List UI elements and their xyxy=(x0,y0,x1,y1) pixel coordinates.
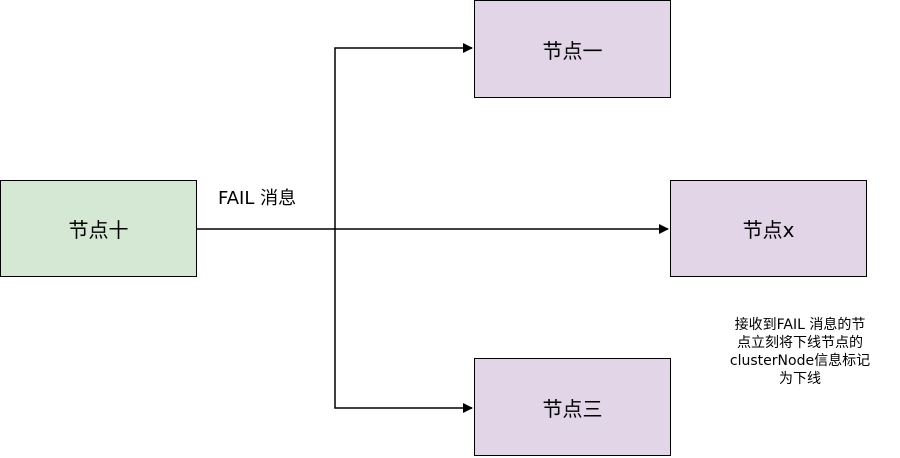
annotation-note: 接收到FAIL 消息的节 点立刻将下线节点的 clusterNode信息标记 为… xyxy=(700,316,900,388)
node-3-label: 节点三 xyxy=(542,396,603,421)
edge-label: FAIL 消息 xyxy=(218,188,297,209)
edge-to-node1 xyxy=(334,43,473,229)
edge-to-node3 xyxy=(334,229,473,413)
node-1: 节点一 xyxy=(474,0,671,98)
note-line: 为下线 xyxy=(779,371,821,387)
node-source-label: 节点十 xyxy=(68,218,129,242)
node-source: 节点十 xyxy=(0,180,197,277)
node-1-label: 节点一 xyxy=(542,38,603,63)
note-line: clusterNode信息标记 xyxy=(729,353,871,369)
note-line: 接收到FAIL 消息的节 xyxy=(734,317,866,333)
node-x-label: 节点x xyxy=(742,218,795,242)
node-3: 节点三 xyxy=(474,358,671,456)
node-x: 节点x xyxy=(670,180,867,277)
note-line: 点立刻将下线节点的 xyxy=(737,335,863,351)
